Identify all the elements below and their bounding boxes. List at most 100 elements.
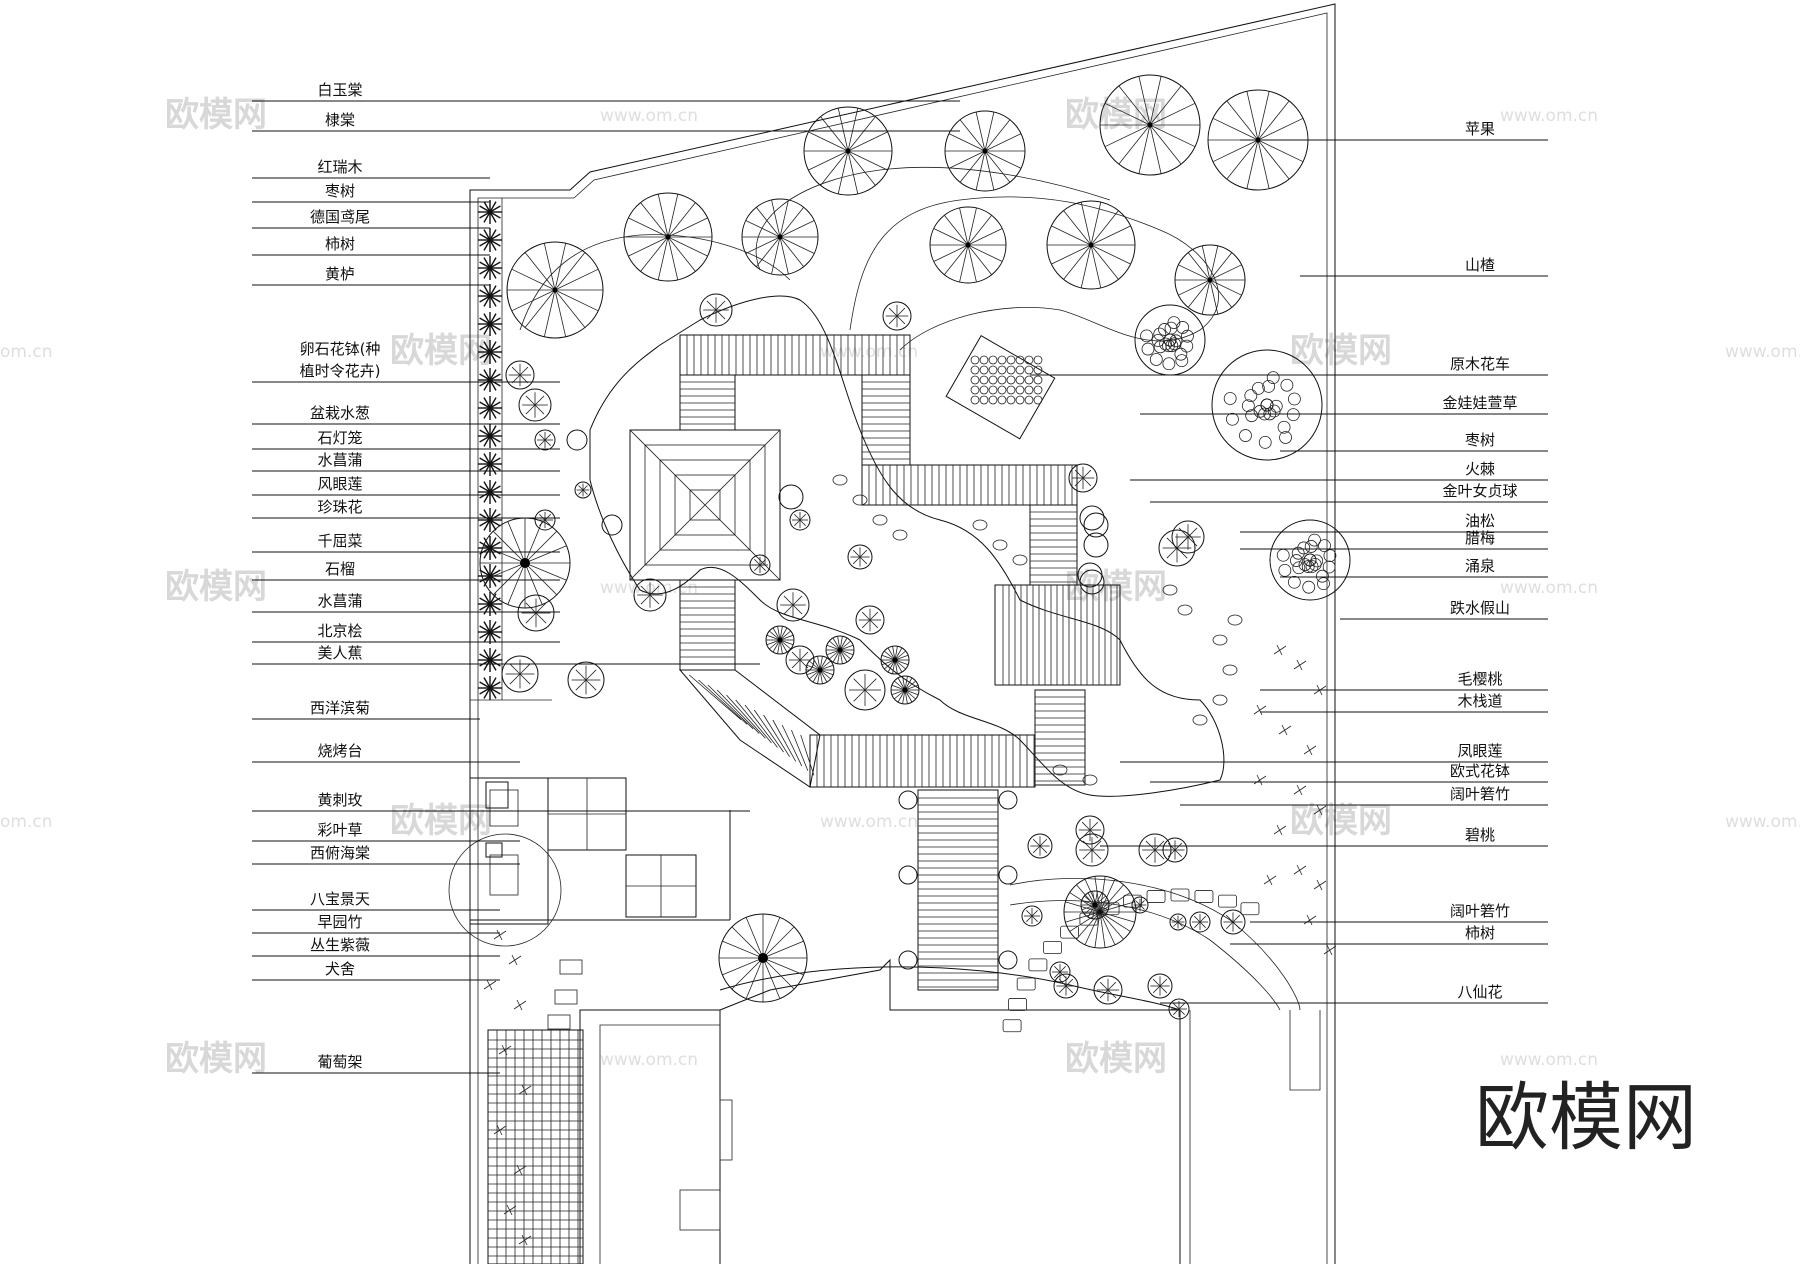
watermark-url: www.om.cn — [600, 578, 698, 598]
shrub-symbol — [749, 554, 771, 576]
shrub-symbol — [1049, 961, 1071, 983]
right-label: 涌泉 — [1465, 557, 1495, 575]
rock — [832, 474, 848, 486]
left-label: 烧烤台 — [317, 742, 362, 760]
tree-symbol — [1099, 74, 1201, 176]
right-label: 金娃娃萱草 — [1442, 394, 1517, 412]
watermark-url: www.om.cn — [1725, 342, 1800, 362]
stepping-stone — [1240, 902, 1260, 916]
shrub-symbol — [778, 484, 804, 510]
watermark-url: www.om.cn — [600, 1050, 698, 1070]
stepping-stone — [1100, 902, 1120, 916]
stepping-stone — [1008, 998, 1027, 1011]
right-label: 苹果 — [1465, 120, 1495, 138]
left-label: 八宝景天 — [310, 890, 370, 908]
tree-symbol — [506, 241, 604, 339]
tree-symbol — [805, 655, 835, 685]
left-label: 棣棠 — [325, 111, 355, 129]
right-label: 柿树 — [1465, 924, 1495, 942]
garden-lamp — [998, 950, 1018, 970]
rock — [892, 529, 908, 541]
left-label: 珍珠花 — [317, 498, 362, 516]
shrub-symbol — [517, 594, 555, 632]
left-label: 石榴 — [325, 560, 355, 578]
main-steps — [917, 789, 999, 991]
building-outline — [579, 1009, 721, 1264]
left-label: 植时令花卉) — [300, 362, 381, 380]
palm-symbol — [478, 312, 502, 336]
watermark-url: www.om.cn — [1500, 1050, 1598, 1070]
left-label: 黄栌 — [325, 265, 355, 283]
tree-symbol — [1174, 244, 1246, 316]
left-label: 风眼莲 — [317, 475, 362, 493]
shrub-symbol — [776, 588, 810, 622]
bamboo-symbol — [1273, 824, 1287, 836]
watermark-brand: 欧模网 — [390, 801, 492, 841]
left-label: 西洋滨菊 — [310, 699, 370, 717]
left-label: 西俯海棠 — [310, 844, 370, 862]
bamboo-symbol — [1303, 914, 1317, 926]
shrub-symbol — [1068, 463, 1098, 493]
right-label: 跌水假山 — [1450, 599, 1510, 617]
bamboo-symbol — [508, 954, 522, 966]
left-label: 白玉棠 — [317, 81, 362, 99]
tree-symbol — [944, 110, 1026, 192]
watermark-brand: 欧模网 — [1290, 331, 1392, 371]
stepping-stone — [1194, 890, 1214, 903]
palm-symbol — [478, 396, 502, 420]
stepping-stone — [1002, 1019, 1022, 1033]
stepping-stone — [554, 989, 578, 1005]
right-label: 毛樱桃 — [1457, 670, 1502, 688]
shrub-symbol — [789, 509, 811, 531]
dog-kennel — [485, 842, 503, 858]
tree-symbol — [880, 645, 910, 675]
watermark-url: www.om.cn — [820, 812, 918, 832]
shrub-symbol — [1075, 815, 1105, 845]
tree-symbol — [825, 635, 855, 665]
left-label: 犬舍 — [325, 960, 355, 978]
right-label: 火棘 — [1465, 460, 1495, 478]
rock — [852, 494, 868, 506]
watermark-layer: 欧模网 www.om.cn 欧模网 www.om.cn om.cn 欧模网 ww… — [0, 95, 1800, 1079]
shrub-symbol — [1147, 973, 1173, 999]
shrub-symbol — [855, 605, 885, 635]
shrub-symbol — [501, 655, 539, 693]
shrub-symbol — [1189, 911, 1211, 933]
bamboo-symbol — [1313, 879, 1327, 891]
left-label: 彩叶草 — [317, 821, 362, 839]
watermark-brand: 欧模网 — [390, 331, 492, 371]
palm-symbol — [478, 200, 502, 224]
garden-lamp — [898, 865, 918, 885]
right-plant-legend: 苹果山楂原木花车金娃娃萱草枣树火棘金叶女贞球油松腊梅涌泉跌水假山毛樱桃木栈道凤眼… — [1030, 120, 1548, 1004]
palm-symbol — [478, 340, 502, 364]
shrub-symbol — [1220, 909, 1246, 935]
bamboo-symbol — [483, 979, 497, 991]
bamboo-symbol — [1278, 724, 1292, 736]
right-label: 阔叶箬竹 — [1450, 902, 1510, 920]
right-label: 欧式花钵 — [1450, 762, 1510, 780]
grape-trellis — [487, 1029, 584, 1264]
rock — [1212, 694, 1228, 706]
palm-symbol — [478, 368, 502, 392]
left-label: 千屈菜 — [317, 532, 362, 550]
left-label: 卵石花钵(种 — [300, 340, 381, 358]
bamboo-symbol — [513, 999, 527, 1011]
right-label: 原木花车 — [1450, 355, 1510, 373]
watermark-brand: 欧模网 — [1290, 801, 1392, 841]
rock — [992, 539, 1008, 551]
tree-symbol — [718, 913, 808, 1003]
shrub-symbol — [1083, 532, 1109, 558]
stepping-stone — [1079, 912, 1099, 926]
right-label: 油松 — [1465, 512, 1495, 530]
bamboo-symbol — [1253, 704, 1267, 716]
pavilion — [629, 429, 781, 581]
left-label: 红瑞木 — [317, 158, 362, 176]
wooden-deck — [994, 584, 1121, 686]
rock — [1082, 774, 1098, 786]
palm-symbol — [478, 256, 502, 280]
watermark-brand: 欧模网 — [165, 95, 267, 135]
shrub-symbol — [1083, 512, 1109, 538]
left-label: 丛生紫薇 — [310, 936, 370, 954]
right-label: 金叶女贞球 — [1442, 482, 1517, 500]
